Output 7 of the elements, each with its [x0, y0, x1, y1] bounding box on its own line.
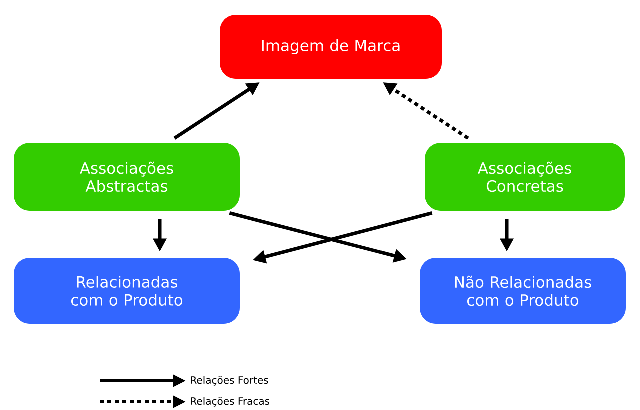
- legend-label: Relações Fracas: [191, 397, 270, 407]
- process-box: Associações Concretas: [425, 143, 625, 211]
- process-box: Associações Abstractas: [14, 143, 240, 211]
- process-box: Não Relacionadas com o Produto: [420, 258, 626, 324]
- legend-label: Relações Fortes: [191, 376, 268, 386]
- process-box: Relacionadas com o Produto: [14, 258, 240, 324]
- title-box: Imagem de Marca: [220, 15, 442, 79]
